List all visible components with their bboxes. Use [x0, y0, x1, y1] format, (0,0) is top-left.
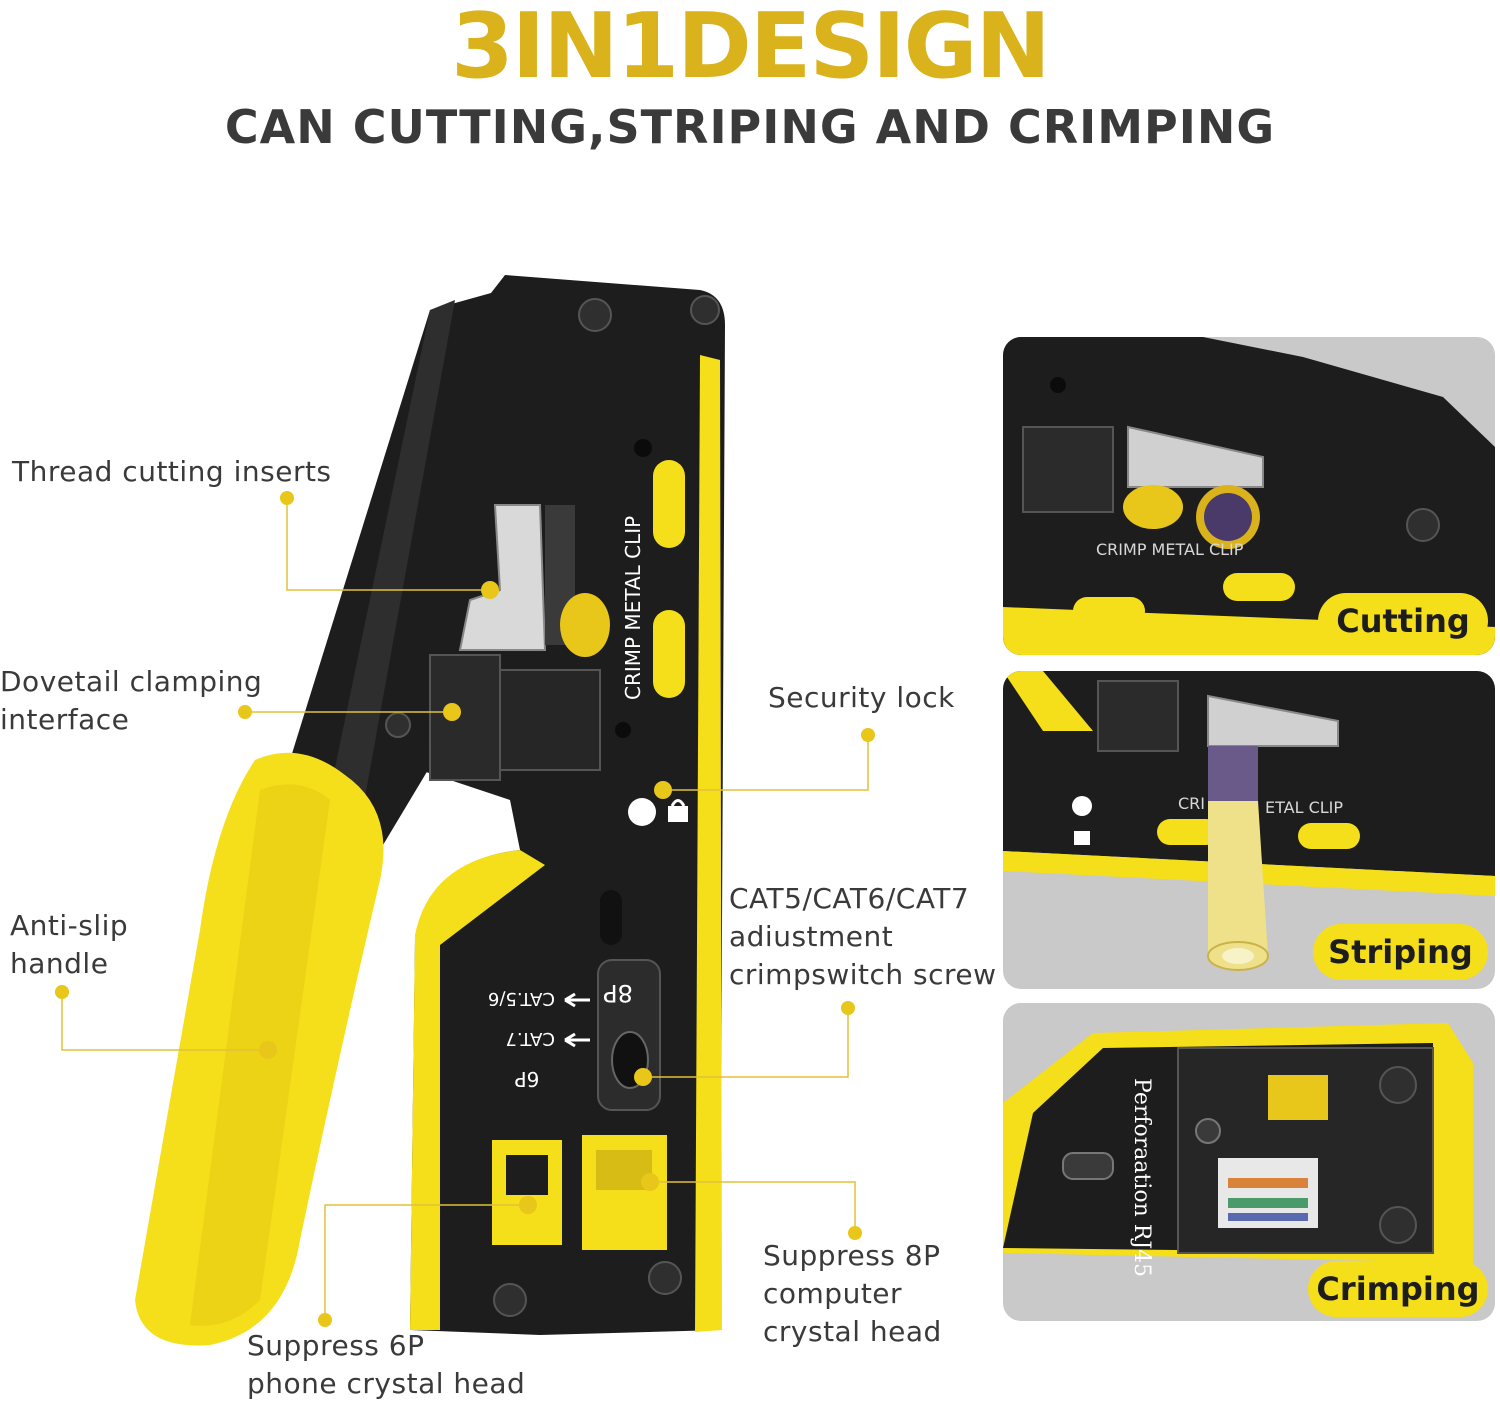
crimping-photo: Perforaation RJ45 [1003, 1023, 1473, 1277]
cat56-marking: CAT.5/6 [488, 988, 555, 1009]
port-8p-marking: 8P [603, 979, 633, 1007]
panel-cutting: CRIMP METAL CLIP Cutting [1003, 337, 1495, 655]
striping-panel-marking-left: CRI [1178, 794, 1205, 813]
callout-suppress-6p: Suppress 6P phone crystal head [247, 1329, 526, 1400]
striping-photo: CRI ETAL CLIP [1003, 671, 1495, 971]
cutting-blade [458, 504, 547, 651]
crimp-metal-clip-marking: CRIMP METAL CLIP [621, 516, 645, 700]
badge-cutting: Cutting [1318, 593, 1488, 649]
dovetail-clamp [429, 654, 501, 781]
panel-crimping: Perforaation RJ45 Crimping [1003, 1003, 1495, 1321]
cat7-marking: CAT.7 [505, 1028, 555, 1049]
crimping-tool-illustration: CRIMP METAL CLIP 8P 6P CAT.5/6 CAT.7 [55, 275, 875, 1346]
callout-dovetail-clamping: Dovetail clamping interface [0, 665, 263, 736]
badge-striping: Striping [1313, 924, 1488, 980]
page-title: 3IN1DESIGN [451, 0, 1051, 99]
callout-security-lock: Security lock [768, 681, 955, 714]
badge-crimping: Crimping [1308, 1261, 1488, 1317]
crimping-panel-marking: Perforaation RJ45 [1129, 1078, 1154, 1277]
leader-lines [61, 498, 869, 1320]
callout-cat-adjustment-screw: CAT5/CAT6/CAT7 adiustment crimpswitch sc… [729, 882, 997, 991]
leader-dots [55, 491, 875, 1327]
page-subtitle: CAN CUTTING,STRIPING AND CRIMPING [224, 100, 1276, 154]
callout-anti-slip-handle: Anti-slip handle [10, 909, 129, 980]
port-6p-marking: 6P [515, 1067, 540, 1091]
panel-striping: CRI ETAL CLIP Striping [1003, 671, 1495, 989]
striping-panel-marking-right: ETAL CLIP [1265, 798, 1343, 817]
callout-suppress-8p: Suppress 8P computer crystal head [763, 1239, 942, 1348]
callout-thread-cutting-inserts: Thread cutting inserts [12, 455, 332, 488]
cutting-panel-marking: CRIMP METAL CLIP [1096, 540, 1244, 559]
